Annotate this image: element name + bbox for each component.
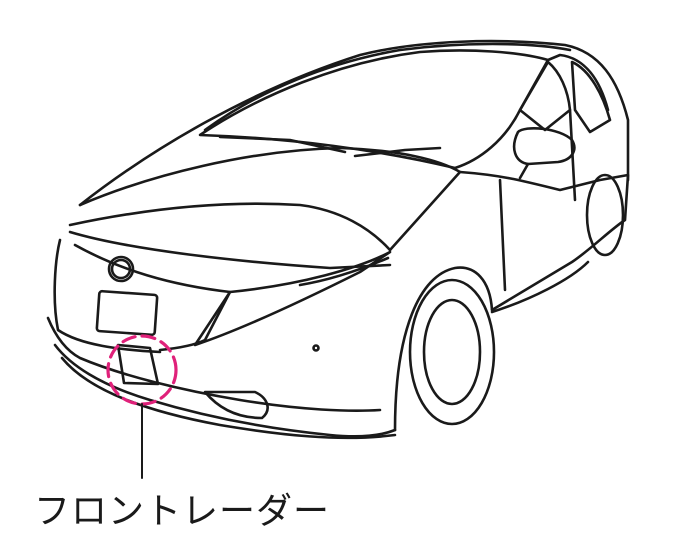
headlight-inner (298, 256, 390, 287)
front-radar-panel (116, 343, 160, 386)
rear-wheel (585, 173, 625, 257)
wiper-right (353, 146, 442, 158)
hood-edge (78, 146, 462, 252)
front-wheel (408, 278, 496, 426)
side-window-rear (570, 60, 612, 134)
side-window-front (518, 60, 572, 132)
door-line (498, 178, 507, 292)
front-wheel-rim (422, 298, 482, 406)
front-bumper-upper (46, 316, 382, 412)
front-fascia (53, 238, 162, 354)
emblem (107, 255, 135, 283)
headlight-right (193, 250, 392, 347)
car-roof-inner (203, 42, 572, 132)
mirror-stem (518, 162, 530, 180)
callout-label: フロントレーダー (34, 491, 331, 532)
a-pillar (546, 53, 610, 112)
front-bumper-lower (53, 343, 397, 438)
side-mirror (512, 126, 576, 166)
car-roof-outline (78, 39, 630, 207)
bumper-vent (203, 390, 269, 420)
emblem-inner (110, 258, 132, 280)
hood-front (68, 230, 392, 270)
wheel-arch (393, 266, 494, 432)
body-side (458, 170, 630, 312)
washer-nozzle (312, 344, 320, 352)
rocker (490, 260, 590, 314)
license-plate (95, 289, 159, 337)
hood-crease (68, 202, 392, 252)
front-bumper-lip (60, 356, 397, 440)
